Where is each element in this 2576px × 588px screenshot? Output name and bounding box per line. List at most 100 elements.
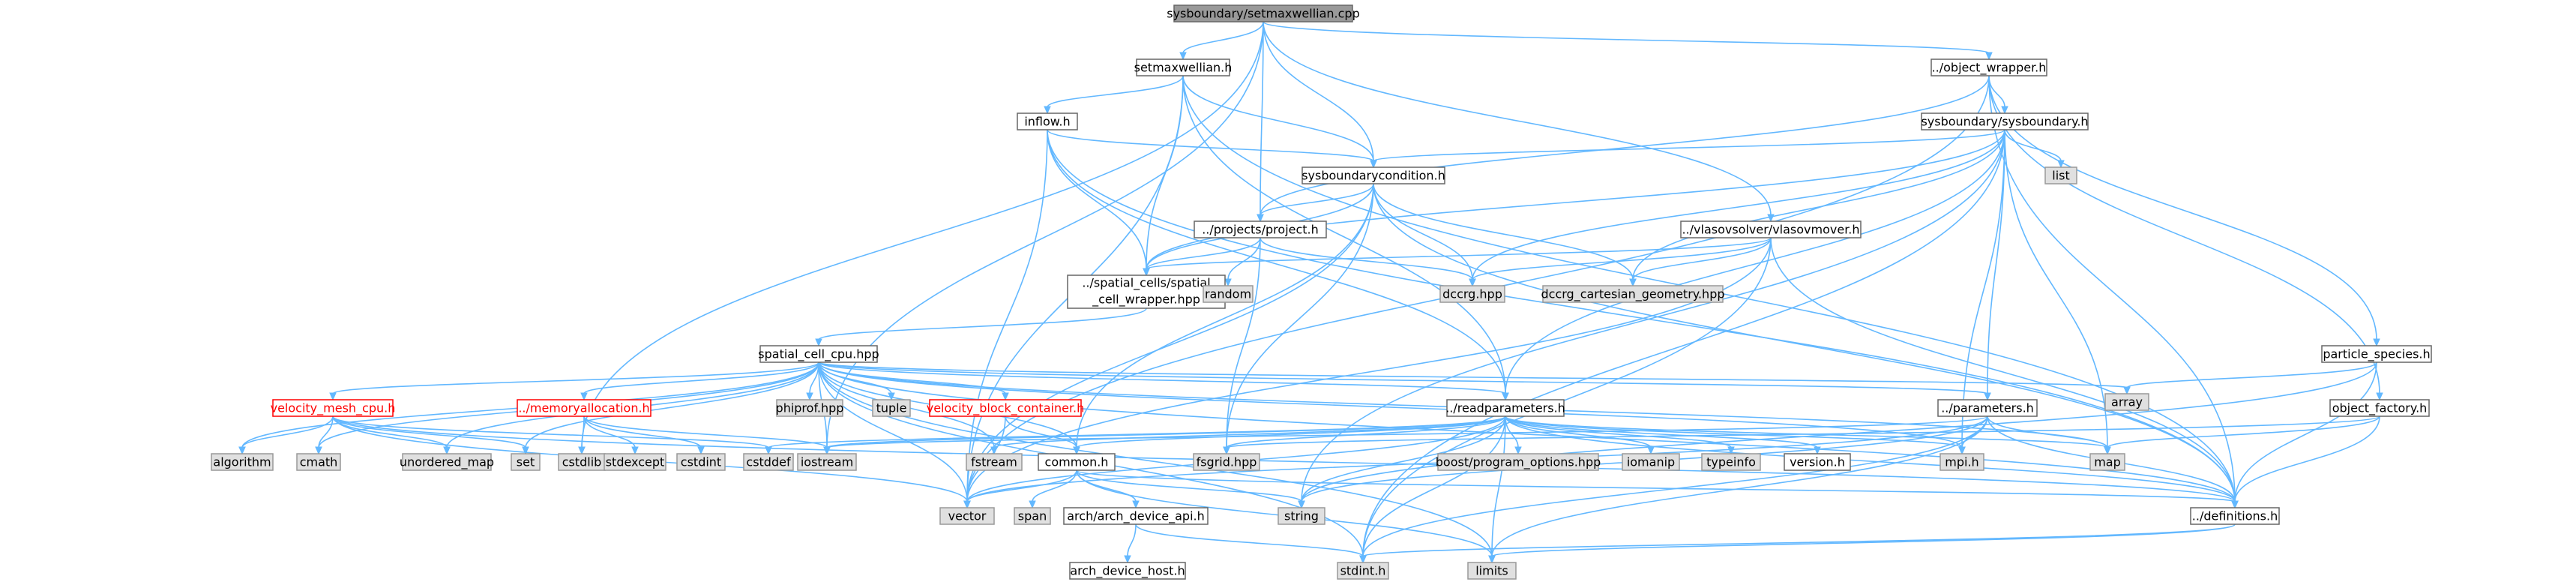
node-parameters[interactable]: ../parameters.h bbox=[1937, 399, 2038, 417]
node-label: object_factory.h bbox=[2332, 401, 2428, 416]
edge-root-to-setmaxwellian_h bbox=[1179, 21, 1264, 61]
node-label: cmath bbox=[300, 455, 338, 470]
node-sysboundarycondition[interactable]: sysboundarycondition.h bbox=[1301, 166, 1445, 184]
edge-sysboundary_h-to-list bbox=[2004, 129, 2065, 169]
node-label: random bbox=[1205, 287, 1251, 302]
edge-velocity_mesh_cpu-to-unordered_map bbox=[332, 416, 451, 455]
node-version[interactable]: version.h bbox=[1784, 453, 1851, 471]
node-label: tuple bbox=[876, 401, 907, 416]
node-label: cstddef bbox=[746, 455, 791, 470]
node-arch-device-host[interactable]: arch_device_host.h bbox=[1069, 562, 1186, 580]
edge-setmaxwellian_h-to-inflow bbox=[1044, 75, 1184, 115]
node-memoryallocation[interactable]: ../memoryallocation.h bbox=[517, 399, 651, 417]
edge-common-to-string bbox=[1076, 470, 1305, 509]
node-label: array bbox=[2111, 395, 2143, 410]
edge-parameters-to-iostream bbox=[823, 416, 1988, 455]
node-label: unordered_map bbox=[400, 455, 494, 470]
node-label: iomanip bbox=[1627, 455, 1675, 470]
node-setmaxwellian-h[interactable]: setmaxwellian.h bbox=[1134, 58, 1233, 76]
node-label: typeinfo bbox=[1706, 455, 1756, 470]
node-label: fstream bbox=[971, 455, 1017, 470]
node-label: limits bbox=[1475, 564, 1508, 578]
node-label: set bbox=[517, 455, 535, 470]
edge-readparameters-to-iomanip bbox=[1505, 416, 1655, 455]
node-fsgrid: fsgrid.hpp bbox=[1193, 453, 1260, 471]
edge-velocity_mesh_cpu-to-cmath bbox=[315, 416, 334, 455]
node-common[interactable]: common.h bbox=[1038, 453, 1116, 471]
edge-sysboundarycondition-to-dccrg bbox=[1373, 183, 1476, 287]
node-label: span bbox=[1018, 509, 1047, 524]
node-inflow[interactable]: inflow.h bbox=[1017, 112, 1078, 130]
edge-root-to-sysboundarycondition bbox=[1263, 21, 1377, 169]
node-velocity-mesh-cpu[interactable]: velocity_mesh_cpu.h bbox=[271, 399, 396, 417]
edge-parameters-to-map bbox=[1987, 416, 2111, 455]
edge-inflow-to-spatial_cell_wrapper bbox=[1047, 129, 1150, 277]
edge-projects_project-to-spatial_cell_wrapper bbox=[1143, 237, 1261, 277]
node-label: stdint.h bbox=[1340, 564, 1386, 578]
node-list: list bbox=[2044, 166, 2077, 184]
node-vlasovmover[interactable]: ../vlasovsolver/vlasovmover.h bbox=[1680, 220, 1862, 238]
node-arch-device-api[interactable]: arch/arch_device_api.h bbox=[1063, 507, 1209, 525]
node-mpi: mpi.h bbox=[1939, 453, 1984, 471]
edge-sysboundary_h-to-dccrg_cart bbox=[1629, 129, 2005, 287]
edge-particle_species-to-array bbox=[2123, 362, 2377, 395]
edge-common-to-vector bbox=[963, 470, 1077, 509]
node-readparameters[interactable]: ../readparameters.h bbox=[1445, 399, 1565, 417]
edge-spatial_cell_cpu-to-readparameters bbox=[818, 362, 1509, 401]
node-label: ../parameters.h bbox=[1941, 401, 2034, 416]
node-projects-project[interactable]: ../projects/project.h bbox=[1194, 220, 1327, 238]
edge-vlasovmover-to-spatial_cell_wrapper bbox=[1143, 237, 1772, 277]
node-definitions[interactable]: ../definitions.h bbox=[2190, 507, 2280, 525]
node-vector: vector bbox=[939, 507, 995, 525]
node-label: ../spatial_cells/spatial bbox=[1082, 276, 1210, 291]
edge-spatial_cell_cpu-to-array bbox=[818, 362, 2131, 395]
edge-readparameters-to-fstream bbox=[990, 416, 1506, 455]
node-sysboundary-h[interactable]: sysboundary/sysboundary.h bbox=[1921, 112, 2089, 130]
node-label: dccrg_cartesian_geometry.hpp bbox=[1541, 287, 1724, 302]
node-stdexcept: stdexcept bbox=[604, 453, 666, 471]
node-object-wrapper[interactable]: ../object_wrapper.h bbox=[1931, 58, 2047, 76]
node-label: version.h bbox=[1790, 455, 1845, 470]
node-algorithm: algorithm bbox=[211, 453, 274, 471]
node-string: string bbox=[1278, 507, 1325, 525]
node-dccrg: dccrg.hpp bbox=[1439, 285, 1505, 303]
edge-velocity_mesh_cpu-to-set bbox=[332, 416, 529, 455]
node-particle-species[interactable]: particle_species.h bbox=[2321, 345, 2432, 363]
node-label: velocity_mesh_cpu.h bbox=[271, 401, 396, 416]
node-span: span bbox=[1014, 507, 1051, 525]
edge-common-to-definitions bbox=[1076, 470, 2239, 509]
node-label: arch/arch_device_api.h bbox=[1067, 509, 1205, 524]
node-label: map bbox=[2094, 455, 2121, 470]
node-dccrg-cart: dccrg_cartesian_geometry.hpp bbox=[1541, 285, 1725, 303]
node-iostream: iostream bbox=[797, 453, 857, 471]
node-object-factory[interactable]: object_factory.h bbox=[2329, 399, 2430, 417]
node-spatial-cell-cpu[interactable]: spatial_cell_cpu.hpp bbox=[758, 345, 879, 363]
edge-memoryallocation-to-cstdint bbox=[583, 416, 705, 455]
node-spatial-cell-wrapper[interactable]: ../spatial_cells/spatial_cell_wrapper.hp… bbox=[1067, 274, 1226, 309]
edge-spatial_cell_wrapper-to-spatial_cell_cpu bbox=[815, 308, 1147, 347]
node-label: arch_device_host.h bbox=[1070, 564, 1185, 579]
edge-spatial_cell_cpu-to-memoryallocation bbox=[580, 362, 819, 401]
node-label: phiprof.hpp bbox=[776, 401, 844, 416]
node-iomanip: iomanip bbox=[1622, 453, 1680, 471]
node-set: set bbox=[511, 453, 541, 471]
node-label: setmaxwellian.h bbox=[1134, 61, 1233, 75]
node-cstdint: cstdint bbox=[676, 453, 726, 471]
node-label: stdexcept bbox=[606, 455, 665, 470]
node-velocity-block-container[interactable]: velocity_block_container.h bbox=[927, 399, 1085, 417]
node-cstddef: cstddef bbox=[743, 453, 794, 471]
node-label: velocity_block_container.h bbox=[927, 401, 1085, 416]
node-label: _cell_wrapper.hpp bbox=[1092, 292, 1200, 308]
node-label: ../object_wrapper.h bbox=[1932, 61, 2047, 76]
edge-object_wrapper-to-object_factory bbox=[1988, 75, 2383, 401]
node-label: cstdint bbox=[681, 455, 721, 470]
edge-sysboundary_h-to-readparameters bbox=[1502, 129, 2005, 401]
node-label: ../memoryallocation.h bbox=[518, 401, 649, 416]
edge-spatial_cell_cpu-to-velocity_mesh_cpu bbox=[329, 362, 819, 401]
node-label: fsgrid.hpp bbox=[1197, 455, 1257, 470]
edge-root-to-object_wrapper bbox=[1263, 21, 1993, 61]
node-label: sysboundarycondition.h bbox=[1301, 169, 1445, 183]
edge-spatial_cell_cpu-to-parameters bbox=[818, 362, 1991, 401]
node-root[interactable]: sysboundary/setmaxwellian.cpp bbox=[1167, 4, 1360, 22]
